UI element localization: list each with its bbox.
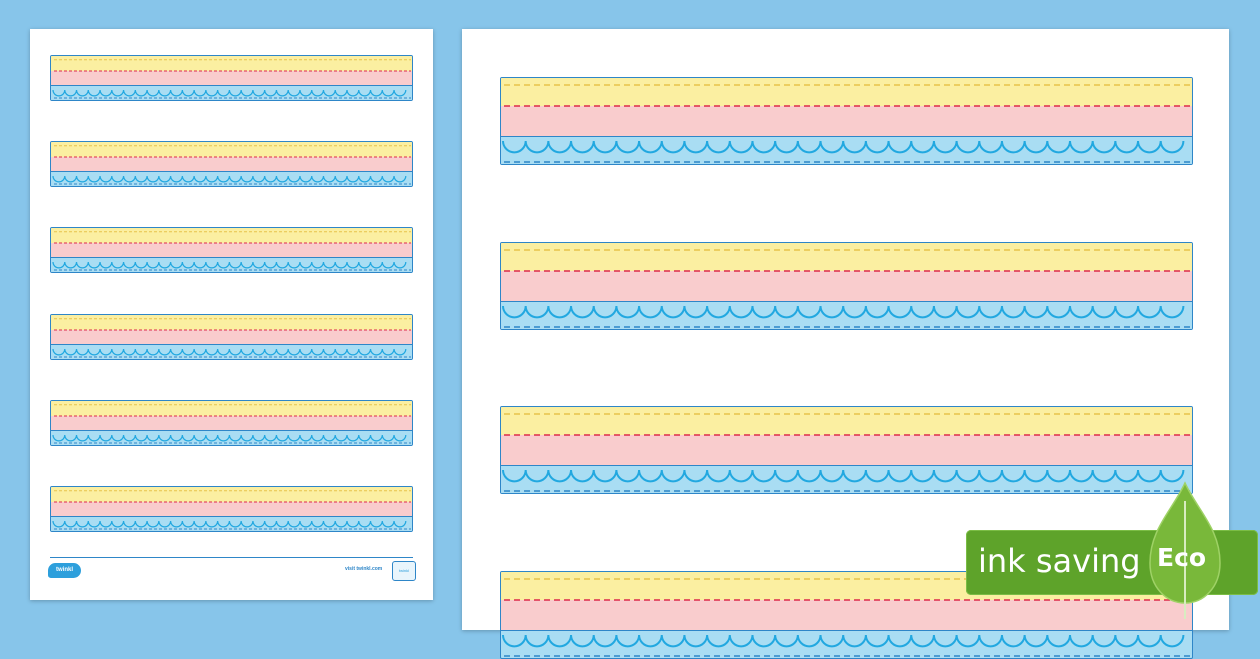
left-strip-2	[50, 141, 413, 188]
strip-guides	[502, 84, 1191, 163]
scallop-border	[52, 262, 407, 269]
strip-guides	[52, 404, 411, 444]
strip-guides	[502, 413, 1191, 492]
strip-guides	[52, 490, 411, 530]
yellow-band	[501, 407, 1192, 435]
pink-band	[51, 71, 412, 88]
scallop-border	[502, 305, 1185, 318]
strip-guides	[52, 231, 411, 271]
left-strip-6	[50, 486, 413, 532]
right-strip-2	[500, 241, 1193, 330]
left-strip-5	[50, 399, 413, 446]
right-strip-1	[500, 77, 1193, 165]
ink-saving-label: ink saving	[978, 542, 1141, 580]
yellow-band	[501, 78, 1192, 106]
strip-guides	[52, 59, 411, 99]
pink-band	[51, 157, 412, 175]
left-strip-4	[50, 313, 413, 360]
pink-band	[51, 502, 412, 519]
footer-url: visit twinkl.com	[345, 566, 383, 572]
pink-band	[51, 329, 412, 347]
left-strip-3	[50, 227, 413, 274]
strip-guides	[52, 145, 411, 185]
right-strip-3	[500, 406, 1193, 494]
strip-guides	[52, 317, 411, 358]
scallop-border	[502, 469, 1185, 483]
pink-band	[501, 599, 1192, 633]
footer-badge: twinkl	[392, 561, 416, 581]
scallop-border	[52, 176, 407, 183]
pink-band	[51, 415, 412, 433]
scallop-border	[52, 520, 407, 528]
yellow-band	[501, 242, 1192, 271]
strip-guides	[502, 248, 1191, 328]
scallop-border	[52, 89, 407, 97]
left-strip-1	[50, 55, 413, 101]
footer-divider	[50, 557, 413, 558]
scallop-border	[52, 434, 407, 442]
pink-band	[51, 243, 412, 261]
leaf-drop-icon	[1149, 481, 1221, 619]
eco-label: Eco	[1157, 543, 1207, 572]
pink-band	[501, 106, 1192, 139]
pink-band	[501, 270, 1192, 304]
scallop-border	[52, 348, 407, 356]
scallop-border	[502, 634, 1185, 647]
pink-band	[501, 435, 1192, 468]
twinkl-logo: twinkl	[48, 563, 81, 578]
scallop-border	[502, 140, 1185, 154]
